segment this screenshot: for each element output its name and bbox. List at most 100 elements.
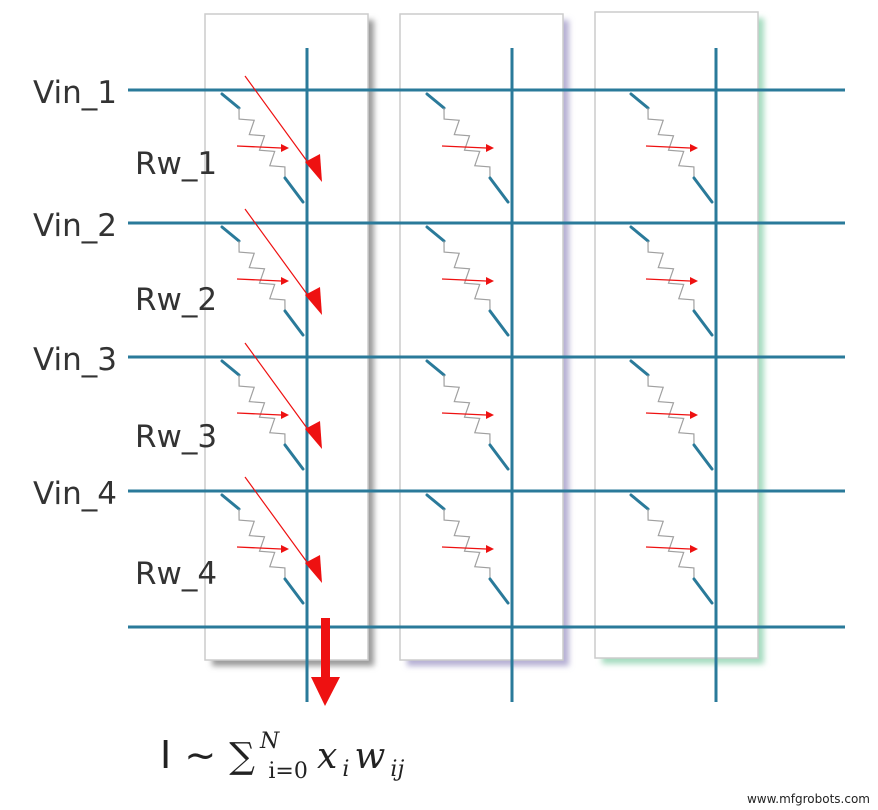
formula-term-x-subscript: i [342, 757, 349, 782]
row-labels: Vin_1 Rw_1 Vin_2 Rw_2 Vin_3 Rw_3 Vin_4 R… [33, 75, 217, 592]
tuning-arrow-head [690, 545, 698, 553]
resistor-zigzag [647, 240, 695, 312]
tuning-arrow-head [486, 277, 494, 285]
input-label-1: Vin_1 [33, 75, 117, 111]
row-wires [128, 88, 845, 629]
weight-label-3: Rw_3 [135, 419, 217, 455]
tuning-arrow-line [645, 145, 691, 149]
cell-lower-lead [283, 443, 305, 471]
input-label-2: Vin_2 [33, 208, 117, 244]
tuning-arrow-head [281, 277, 289, 285]
resistor-zigzag [238, 240, 286, 312]
tuning-arrow-head [690, 277, 698, 285]
memristor-cell [220, 225, 305, 337]
column-boxes [204, 11, 764, 666]
tuning-arrow-line [645, 546, 691, 550]
current-flow-line [244, 208, 313, 302]
memristor-cells [220, 92, 714, 605]
memristor-cell [629, 225, 714, 337]
resistor-zigzag [647, 508, 695, 580]
cell-upper-lead [425, 493, 446, 511]
cell-upper-lead [629, 225, 650, 243]
cell-upper-lead [220, 493, 241, 511]
cell-upper-lead [629, 493, 650, 511]
resistor-zigzag [443, 374, 491, 446]
cell-lower-lead [283, 577, 305, 605]
current-flow-line [244, 75, 313, 169]
current-flow-head [305, 555, 322, 583]
cell-upper-lead [629, 359, 650, 377]
memristor-cell [425, 92, 510, 204]
tuning-arrow-line [236, 278, 282, 282]
cell-lower-lead [488, 443, 510, 471]
current-flow-arrow [244, 342, 322, 449]
cell-upper-lead [425, 225, 446, 243]
resistor-zigzag [238, 107, 286, 179]
resistor-zigzag [238, 508, 286, 580]
resistor-zigzag [647, 374, 695, 446]
current-flow-head [305, 287, 322, 315]
tuning-arrow-head [690, 411, 698, 419]
cell-lower-lead [283, 309, 305, 337]
current-flow-line [244, 342, 313, 436]
current-flow-head [305, 154, 322, 182]
current-flow-head [305, 421, 322, 449]
input-label-3: Vin_3 [33, 342, 117, 378]
memristor-cell [425, 493, 510, 605]
formula-term-w: w [355, 736, 386, 777]
memristor-cell [629, 359, 714, 471]
cell-lower-lead [488, 577, 510, 605]
resistor-zigzag [238, 374, 286, 446]
tuning-arrow-line [441, 278, 487, 282]
formula-operator: ~ [184, 733, 216, 777]
current-flow-line [244, 476, 313, 570]
input-label-4: Vin_4 [33, 476, 117, 512]
tuning-arrow-line [441, 412, 487, 416]
output-formula: I ~ ∑ N i=0 x i w ij [160, 729, 404, 784]
cell-lower-lead [488, 309, 510, 337]
output-current-arrow [311, 618, 340, 706]
tuning-arrow-head [486, 411, 494, 419]
tuning-arrow-line [645, 278, 691, 282]
tuning-arrow-line [236, 145, 282, 149]
memristor-cell [425, 359, 510, 471]
tuning-arrow-line [441, 145, 487, 149]
cell-lower-lead [692, 443, 714, 471]
memristor-cell [220, 493, 305, 605]
formula-term-x: x [317, 736, 337, 777]
weight-label-1: Rw_1 [135, 146, 217, 182]
cell-upper-lead [220, 92, 241, 110]
cell-upper-lead [629, 92, 650, 110]
current-flow-arrow [244, 75, 322, 182]
current-flow-arrow [244, 476, 322, 583]
output-arrow-shaft [321, 618, 330, 680]
column-2-box [399, 13, 564, 661]
formula-lhs: I [160, 733, 171, 777]
memristor-cell [629, 493, 714, 605]
weight-label-2: Rw_2 [135, 282, 217, 318]
formula-lower-limit: i=0 [268, 759, 307, 784]
memristor-cell [425, 225, 510, 337]
tuning-arrow-head [486, 545, 494, 553]
cell-upper-lead [425, 92, 446, 110]
memristor-cell [220, 92, 305, 204]
watermark-text: www.mfgrobots.com [746, 792, 870, 806]
current-flow-arrow [244, 208, 322, 315]
cell-lower-lead [692, 176, 714, 204]
cell-lower-lead [283, 176, 305, 204]
tuning-arrow-head [281, 545, 289, 553]
tuning-arrow-line [236, 412, 282, 416]
tuning-arrow-line [236, 546, 282, 550]
tuning-arrow-head [281, 144, 289, 152]
weight-label-4: Rw_4 [135, 556, 217, 592]
column-wires [305, 48, 718, 702]
resistor-zigzag [443, 508, 491, 580]
current-arrows [244, 75, 322, 583]
tuning-arrow-line [645, 412, 691, 416]
cell-lower-lead [692, 309, 714, 337]
tuning-arrow-head [690, 144, 698, 152]
tuning-arrow-head [281, 411, 289, 419]
tuning-arrow-head [486, 144, 494, 152]
cell-lower-lead [692, 577, 714, 605]
